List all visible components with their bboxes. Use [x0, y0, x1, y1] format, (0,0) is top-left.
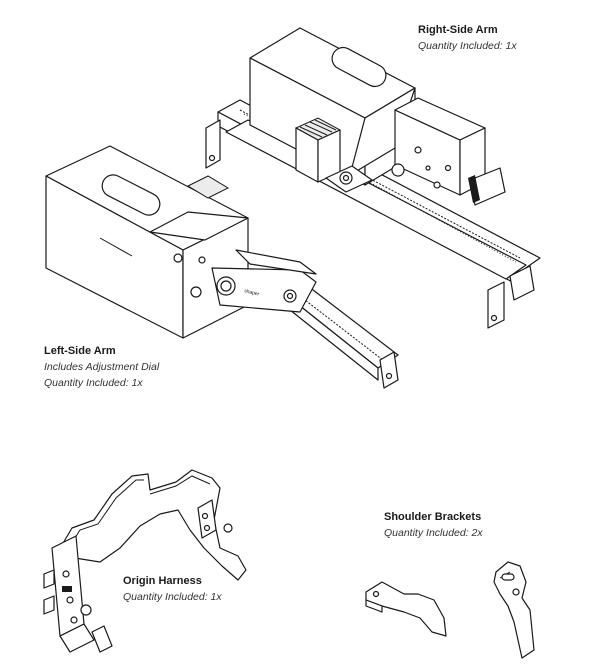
origin-harness-title: Origin Harness	[123, 575, 202, 587]
left-side-arm-note: Includes Adjustment Dial	[44, 361, 160, 373]
left-side-arm-quantity: Quantity Included: 1x	[44, 377, 143, 389]
left-side-arm-label: Left-Side Arm Includes Adjustment Dial Q…	[44, 343, 159, 391]
shoulder-brackets-title: Shoulder Brackets	[384, 511, 482, 523]
shoulder-brackets-quantity: Quantity Included: 2x	[384, 527, 483, 539]
origin-harness-quantity: Quantity Included: 1x	[123, 591, 222, 603]
origin-harness-illustration	[43, 469, 247, 653]
left-side-arm-title: Left-Side Arm	[44, 345, 116, 357]
dial-brand-text: shaper	[244, 288, 261, 298]
right-side-arm-title: Right-Side Arm	[418, 24, 498, 36]
right-side-arm-quantity: Quantity Included: 1x	[418, 40, 517, 52]
origin-harness-label: Origin Harness Quantity Included: 1x	[123, 573, 222, 605]
right-side-arm-label: Right-Side Arm Quantity Included: 1x	[418, 22, 517, 54]
shoulder-brackets-illustration	[365, 561, 535, 659]
right-side-arm-illustration	[205, 27, 541, 329]
left-side-arm-illustration: shaper	[45, 145, 399, 389]
shoulder-brackets-label: Shoulder Brackets Quantity Included: 2x	[384, 509, 483, 541]
